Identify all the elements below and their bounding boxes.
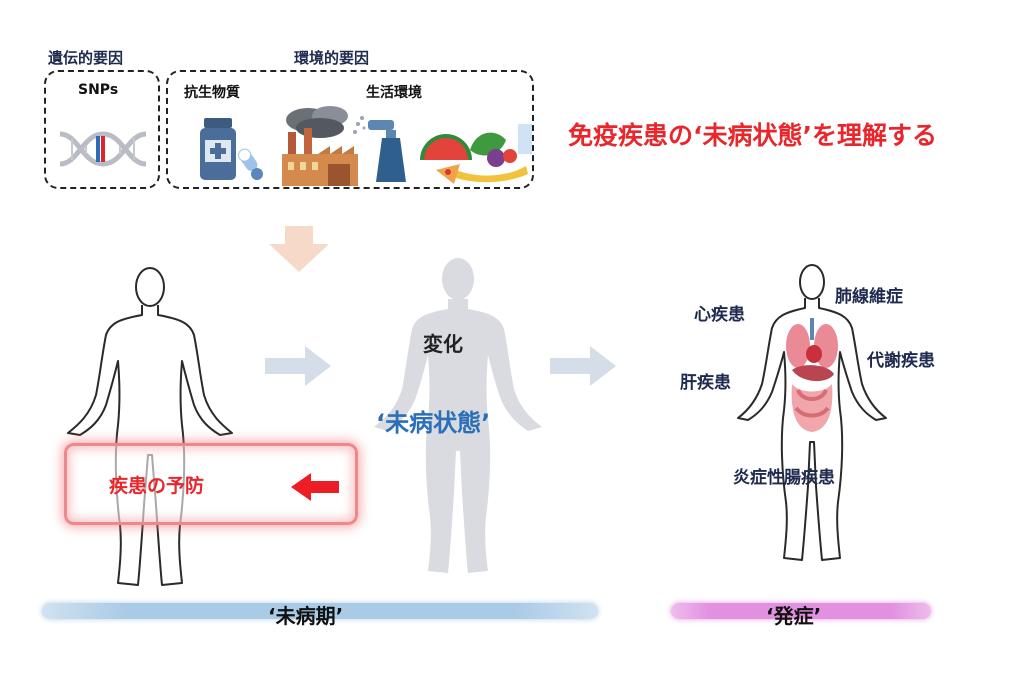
factory-icon xyxy=(282,106,358,186)
heart-disease-label: 心疾患 xyxy=(694,305,745,325)
presymptomatic-period-label: ‘未病期’ xyxy=(268,604,344,628)
environmental-factors-box: 抗生物質 生活環境 xyxy=(166,70,534,189)
environmental-factors-title: 環境的要因 xyxy=(294,49,370,67)
prevention-label: 疾患の予防 xyxy=(109,475,205,497)
presymptomatic-body-figure xyxy=(374,258,542,573)
presymptomatic-band xyxy=(42,603,598,619)
onset-label: ‘発症’ xyxy=(766,604,822,628)
capsule-icon xyxy=(238,148,263,180)
prevention-box: 疾患の予防 xyxy=(64,443,358,525)
right-arrow-2 xyxy=(550,346,616,386)
headline: 免疫疾患の‘未病状態’を理解する xyxy=(568,121,937,150)
down-arrow xyxy=(269,226,329,272)
disease-body-figure xyxy=(737,264,887,561)
onset-band xyxy=(671,603,931,619)
genetic-factors-box: SNPs xyxy=(44,70,160,189)
dna-icon xyxy=(59,131,147,167)
change-label: 変化 xyxy=(423,332,463,356)
spray-bottle-icon xyxy=(353,116,406,182)
genetic-factors-title: 遺伝的要因 xyxy=(48,49,124,67)
left-arrow-icon xyxy=(291,473,339,501)
medicine-bottle-icon xyxy=(200,118,236,180)
lifestyle-label: 生活環境 xyxy=(366,85,422,101)
snps-label: SNPs xyxy=(78,82,119,98)
pulmonary-fibrosis-label: 肺線維症 xyxy=(835,287,903,307)
healthy-body-figure xyxy=(67,267,233,586)
ibd-label: 炎症性腸疾患 xyxy=(733,468,835,488)
organs-icon xyxy=(786,318,838,432)
antibiotics-label: 抗生物質 xyxy=(184,85,240,101)
metabolic-disease-label: 代謝疾患 xyxy=(867,351,935,371)
food-icon xyxy=(420,124,532,184)
liver-disease-label: 肝疾患 xyxy=(680,373,731,393)
right-arrow-1 xyxy=(265,346,331,386)
presymptomatic-state-label: ‘未病状態’ xyxy=(376,409,491,437)
